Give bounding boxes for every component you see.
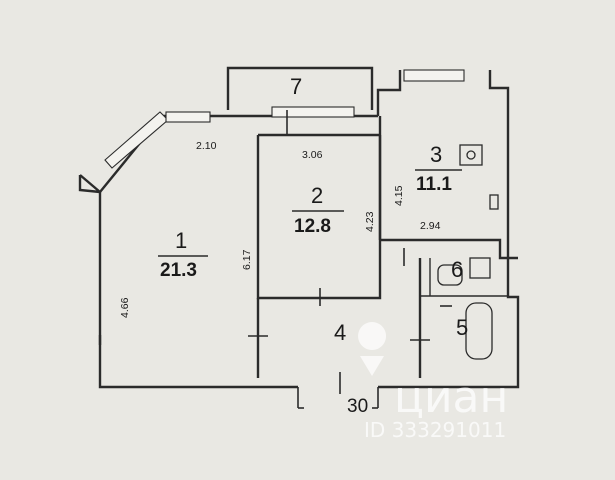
wall-top-room3 [376, 70, 402, 116]
room-2-area: 12.8 [294, 216, 331, 237]
dim-4-66: 4.66 [119, 297, 131, 318]
balcony-window [271, 106, 355, 118]
room-6-number: 6 [451, 257, 463, 282]
wall-left-bottom [98, 192, 298, 389]
room-labels: 7 1 21.3 2 12.8 3 11.1 4 5 6 [158, 74, 468, 345]
watermark-id: ID 333291011 [364, 418, 506, 442]
room-5-number: 5 [456, 315, 468, 340]
wall-right [378, 70, 520, 389]
stove-burner-icon [466, 150, 476, 160]
balcony-outline [226, 66, 374, 110]
watermark-brand: циан [394, 372, 508, 423]
entrance-label: 30 [347, 396, 368, 417]
dim-6-17: 6.17 [241, 249, 253, 270]
location-pin-icon [358, 322, 387, 376]
dim-3-06: 3.06 [302, 149, 323, 161]
wall-bay-stub [78, 175, 101, 194]
room-3-number: 3 [430, 142, 442, 167]
dimension-labels: 2.10 3.06 2.94 4.66 6.17 4.23 4.15 [119, 140, 441, 318]
dim-2-94: 2.94 [420, 220, 441, 232]
fixtures [437, 144, 499, 360]
wall-room3-bottom [380, 238, 518, 260]
washbasin-icon [469, 257, 491, 279]
window-room1 [165, 111, 211, 123]
kitchen-stove-icon [459, 144, 483, 166]
dim-4-15: 4.15 [393, 185, 405, 206]
kitchen-sink-icon [489, 194, 499, 210]
wall-bay-left [79, 174, 101, 193]
room-3-area: 11.1 [416, 174, 452, 195]
window-room3 [403, 69, 465, 82]
balcony-7 [226, 66, 374, 118]
room-4-number: 4 [334, 320, 346, 345]
door-markers [248, 110, 430, 409]
room-1-number: 1 [175, 228, 187, 253]
watermark: циан ID 333291011 [358, 322, 508, 442]
dim-2-10: 2.10 [196, 140, 217, 152]
toilet-icon [437, 264, 463, 286]
interior-walls [98, 116, 518, 378]
window-bay [104, 111, 169, 169]
bathtub-icon [465, 302, 493, 360]
room-2-number: 2 [311, 183, 323, 208]
room-1-area: 21.3 [160, 260, 197, 281]
windows [104, 69, 465, 169]
dim-4-23: 4.23 [364, 211, 376, 232]
room-7-number: 7 [290, 74, 302, 99]
